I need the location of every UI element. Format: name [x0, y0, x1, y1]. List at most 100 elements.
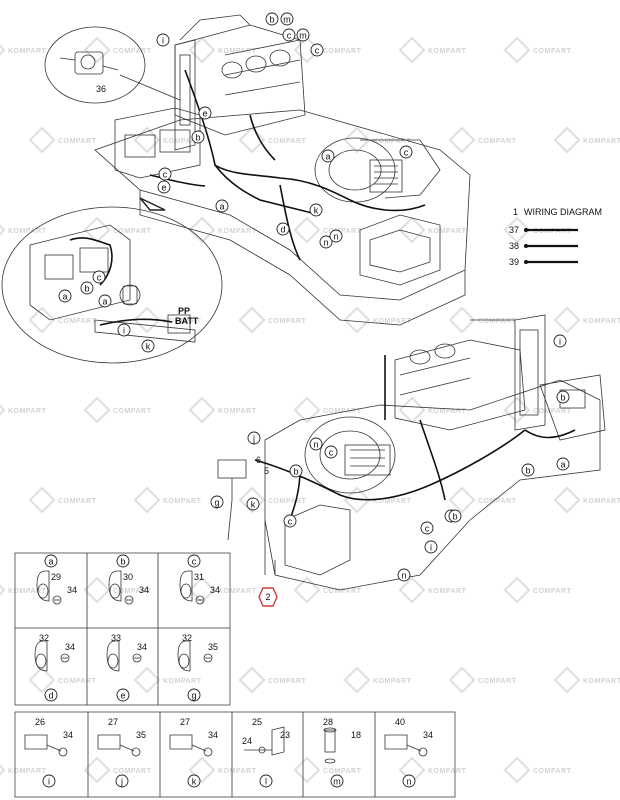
watermark-tile: KOMPART	[0, 404, 46, 416]
part-number: 34	[210, 585, 220, 595]
callout-letter: l	[259, 774, 273, 788]
watermark-text: COMPART	[113, 768, 152, 775]
callout-letter-text: n	[333, 232, 338, 242]
part-number: 5	[264, 466, 269, 476]
watermark-tile: KOMPART	[188, 576, 256, 604]
watermark-text: COMPART	[478, 678, 517, 685]
callout-letter-text: m	[333, 777, 341, 787]
watermark-text: KOMPART	[218, 768, 257, 775]
part-number: 34	[423, 730, 433, 740]
callout-letter: d	[44, 688, 58, 702]
callout-letter-text: d	[280, 225, 285, 235]
watermark-tile: KOMPART	[553, 666, 620, 694]
callout-letter-text: e	[161, 183, 166, 193]
watermark-text: KOMPART	[428, 768, 467, 775]
legend-wire-num: 39	[509, 257, 519, 267]
callout-letter-text: n	[323, 238, 328, 248]
watermark-tile: COMPART	[83, 396, 151, 424]
detail-pointer-arrow	[139, 197, 166, 211]
watermark-text: KOMPART	[373, 138, 412, 145]
part-number: 28	[323, 717, 333, 727]
watermark-tile: COMPART	[503, 396, 571, 424]
callout-letter-text: c	[288, 517, 293, 527]
watermark-text: KOMPART	[163, 138, 202, 145]
highlight-part-number: 2	[265, 592, 270, 602]
part-number: 32	[182, 633, 192, 643]
watermark-text: KOMPART	[373, 318, 412, 325]
callout-letter-text: g	[191, 691, 196, 701]
watermark-text: COMPART	[323, 48, 362, 55]
watermark-text: COMPART	[533, 228, 572, 235]
watermark-tile: KOMPART	[343, 306, 412, 334]
callout-letter: n	[397, 568, 411, 582]
part-number: 31	[194, 572, 204, 582]
callout-letter-text: i	[162, 36, 164, 46]
watermark-tile: KOMPART	[133, 486, 201, 514]
watermark-tile: KOMPART	[133, 666, 201, 694]
watermark-text: KOMPART	[428, 588, 467, 595]
legend-wire-end	[524, 244, 528, 248]
callout-letter: n	[319, 235, 333, 249]
callout-letter: c	[187, 554, 201, 568]
watermark-text: COMPART	[268, 498, 307, 505]
watermark-text: COMPART	[268, 678, 307, 685]
watermark-text: COMPART	[58, 498, 97, 505]
callout-letter-text: b	[195, 133, 200, 143]
part-number: 34	[137, 642, 147, 652]
watermark-text: COMPART	[58, 138, 97, 145]
legend-wire-num: 37	[509, 225, 519, 235]
callout-letter-text: c	[404, 148, 409, 158]
callout-letter: b	[80, 281, 94, 295]
watermark-tile: KOMPART	[553, 306, 620, 334]
watermark-tile: KOMPART	[0, 44, 46, 56]
callout-letter-text: b	[525, 466, 530, 476]
callout-letter-text: a	[219, 202, 224, 212]
callout-letter-text: b	[120, 557, 125, 567]
callout-letter: m	[296, 28, 310, 42]
part-number: 32	[39, 633, 49, 643]
hardware-cell-m	[323, 727, 337, 764]
callout-letter: c	[283, 514, 297, 528]
callout-letter: i	[42, 774, 56, 788]
legend-wire-end	[524, 228, 528, 232]
callout-letter-text: c	[97, 273, 102, 283]
watermark-text: COMPART	[323, 228, 362, 235]
callout-letter-text: n	[406, 777, 411, 787]
watermark-tile: COMPART	[293, 756, 361, 784]
watermark-tile: COMPART	[293, 576, 361, 604]
callout-letter-text: c	[163, 170, 168, 180]
watermark-tile: KOMPART	[553, 126, 620, 154]
watermark-tile: COMPART	[448, 126, 516, 154]
callout-letter-text: a	[325, 152, 330, 162]
part-number: 34	[208, 730, 218, 740]
watermark-text: KOMPART	[428, 408, 467, 415]
watermark-tile: KOMPART	[398, 576, 467, 604]
callout-letter: k	[246, 497, 260, 511]
watermark-text: COMPART	[58, 318, 97, 325]
watermark-text: KOMPART	[8, 228, 47, 235]
watermark-tile: KOMPART	[398, 36, 467, 64]
callout-letter-text: b	[452, 512, 457, 522]
watermark-tile: COMPART	[238, 126, 306, 154]
part-number: 25	[252, 717, 262, 727]
watermark-tile: KOMPART	[0, 224, 47, 236]
callout-letter-text: b	[269, 15, 274, 25]
lower-machine-view	[217, 314, 606, 591]
watermark-text: KOMPART	[428, 48, 467, 55]
hardware-cell-j	[97, 734, 141, 757]
hardware-cell-g	[177, 640, 213, 672]
callout-letter-text: c	[287, 31, 292, 41]
part-number: 18	[351, 730, 361, 740]
callout-letter: a	[215, 199, 229, 213]
part-number: 35	[208, 642, 218, 652]
watermark-tile: KOMPART	[0, 764, 46, 776]
watermark-text: KOMPART	[218, 408, 257, 415]
callout-letter-text: k	[251, 500, 256, 510]
callout-letter-text: d	[48, 691, 53, 701]
watermark-tile: COMPART	[503, 576, 571, 604]
watermark-text: KOMPART	[218, 228, 257, 235]
callout-letter: c	[399, 145, 413, 159]
